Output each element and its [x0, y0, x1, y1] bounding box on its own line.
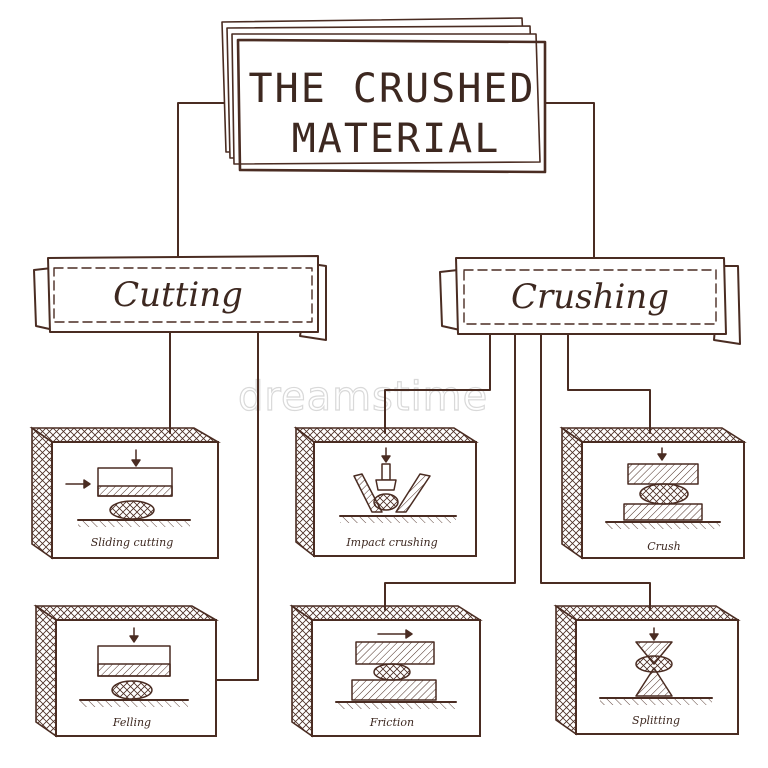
card-friction: Friction — [289, 604, 483, 738]
caption-impact-crushing: Impact crushing — [345, 536, 437, 549]
title-box: THE CRUSHED MATERIAL — [221, 17, 547, 174]
caption-friction: Friction — [369, 716, 414, 729]
friction-icon — [335, 629, 457, 709]
sliding-cutting-icon — [65, 449, 191, 527]
impact-crushing-icon — [339, 447, 457, 523]
card-sliding-cutting: Sliding cutting — [29, 426, 221, 560]
title-line2: MATERIAL — [292, 116, 501, 162]
watermark-text: dreamstime — [238, 374, 488, 420]
caption-felling: Felling — [112, 716, 151, 729]
banner-crushing-label: Crushing — [511, 277, 669, 317]
title-line1: THE CRUSHED — [249, 66, 536, 112]
felling-icon — [79, 627, 189, 707]
splitting-icon — [599, 627, 713, 705]
caption-crush: Crush — [647, 540, 681, 553]
card-felling: Felling — [33, 604, 219, 738]
card-impact-crushing: Impact crushing — [293, 426, 479, 558]
banner-cutting: Cutting — [33, 255, 327, 341]
card-crush: Crush — [559, 426, 747, 560]
crush-icon — [605, 447, 721, 529]
caption-sliding-cutting: Sliding cutting — [91, 536, 173, 549]
caption-splitting: Splitting — [632, 714, 680, 727]
connector-lines — [169, 102, 651, 681]
card-splitting: Splitting — [553, 604, 741, 736]
banner-cutting-label: Cutting — [113, 275, 243, 315]
banner-crushing: Crushing — [439, 257, 741, 345]
